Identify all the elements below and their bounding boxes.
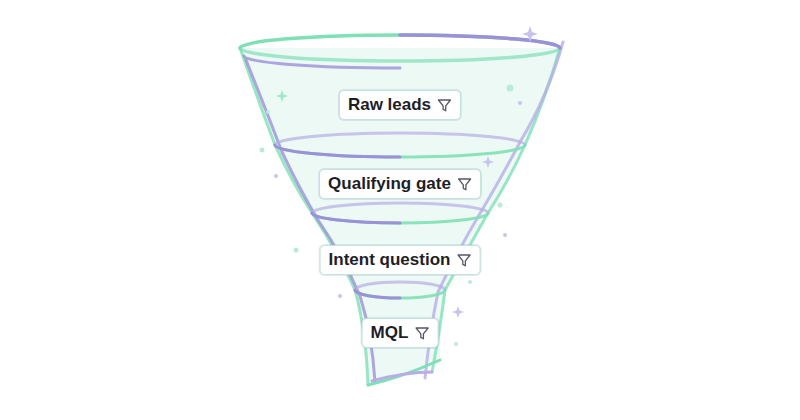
filter-icon bbox=[456, 253, 471, 268]
stage-label: Qualifying gate bbox=[328, 174, 451, 194]
stage-label-box: Raw leads bbox=[339, 90, 461, 120]
sparkle-dot bbox=[294, 248, 299, 253]
sparkle-dot bbox=[266, 110, 270, 114]
funnel-rim bbox=[244, 56, 400, 68]
sparkle-dot bbox=[338, 294, 342, 298]
filter-icon bbox=[414, 326, 429, 341]
sparkle-dot bbox=[498, 203, 503, 208]
sparkle-dot bbox=[507, 85, 514, 92]
stage-label-box: MQL bbox=[362, 318, 439, 348]
filter-icon bbox=[437, 98, 452, 113]
sparkle bbox=[482, 156, 494, 168]
funnel bbox=[240, 35, 563, 385]
funnel-ring bbox=[312, 203, 488, 213]
sparkles bbox=[260, 26, 539, 346]
sparkle bbox=[452, 306, 464, 318]
funnel-spout bbox=[368, 360, 440, 385]
funnel-ring bbox=[312, 213, 488, 223]
filter-icon bbox=[457, 177, 472, 192]
funnel-ring bbox=[355, 282, 445, 290]
filter-icon-shape bbox=[439, 100, 451, 111]
funnel-ring bbox=[312, 213, 400, 223]
funnel-ring bbox=[355, 290, 400, 298]
funnel-rim bbox=[240, 48, 560, 61]
sparkle-dot bbox=[518, 101, 522, 105]
sparkle bbox=[276, 90, 288, 102]
funnel-rim bbox=[240, 35, 560, 48]
funnel-ring bbox=[275, 133, 525, 145]
stage-label-box: Qualifying gate bbox=[319, 169, 481, 199]
funnel-ring bbox=[275, 145, 400, 157]
sparkle-dot bbox=[274, 174, 278, 178]
stage-label: Raw leads bbox=[348, 95, 431, 115]
funnel-ring bbox=[275, 145, 525, 157]
sparkle-dot bbox=[503, 233, 507, 237]
filter-icon-shape bbox=[458, 179, 470, 190]
stage-label: Intent question bbox=[329, 250, 451, 270]
sparkle-dot bbox=[454, 342, 458, 346]
funnel-ring bbox=[355, 290, 445, 298]
filter-icon-shape bbox=[416, 328, 428, 339]
sparkle bbox=[522, 26, 538, 42]
sparkle-dot bbox=[260, 148, 265, 153]
sparkle-dot bbox=[468, 280, 472, 284]
funnel-spout bbox=[372, 372, 432, 381]
filter-icon-shape bbox=[458, 255, 470, 266]
funnel-rim bbox=[400, 35, 560, 48]
stage-label-box: Intent question bbox=[320, 245, 481, 275]
funnel-fill bbox=[240, 48, 560, 385]
stage-label: MQL bbox=[371, 323, 409, 343]
